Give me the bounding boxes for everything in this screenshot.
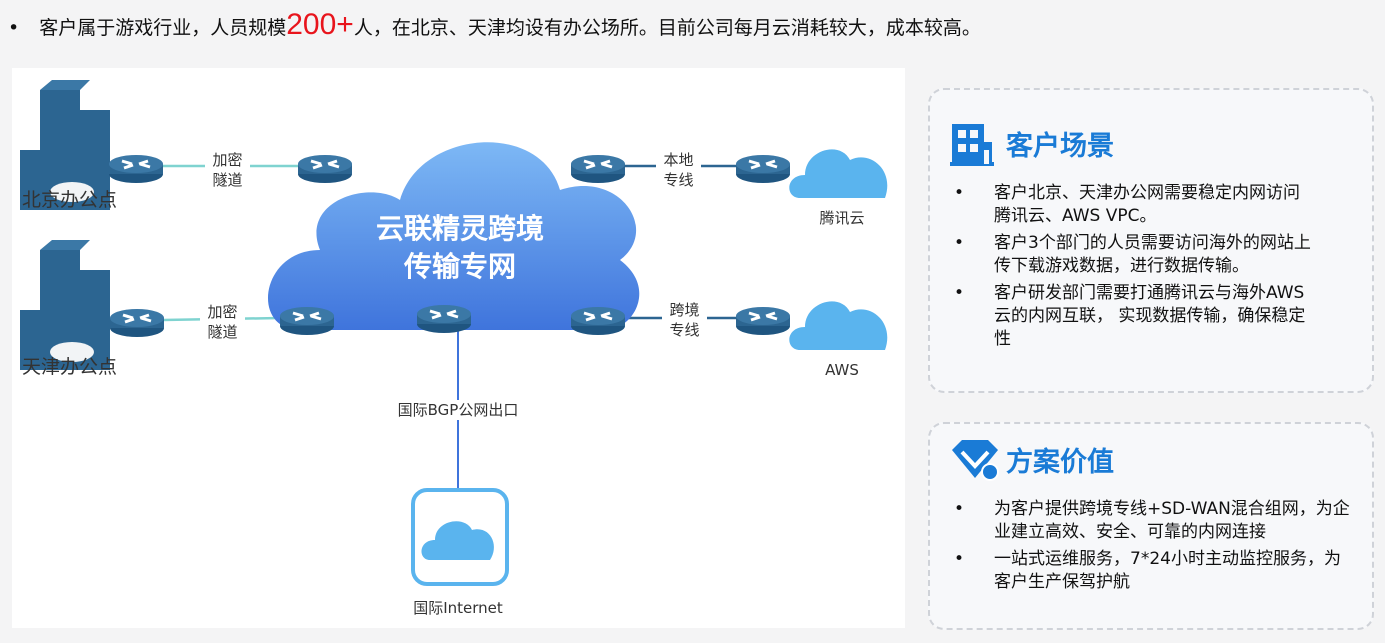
building-icon [950, 124, 994, 166]
bgp-label: 国际BGP公网出口 [378, 400, 538, 420]
cloud-title: 云联精灵跨境传输专网 [330, 210, 590, 286]
local-line-label: 本地专线 [656, 150, 701, 190]
headline: • 客户属于游戏行业，人员规模200+人，在北京、天津均设有办公场所。目前公司每月… [8, 8, 981, 42]
value-card: 方案价值 •为客户提供跨境专线+SD-WAN混合组网，为企业建立高效、安全、可靠… [928, 422, 1374, 630]
bullet: • [8, 17, 20, 39]
tencent-label: 腾讯云 [819, 209, 865, 227]
cloud-title-line: 传输专网 [403, 250, 516, 283]
value-title: 方案价值 [1006, 447, 1114, 478]
label-line: 加密 [207, 303, 238, 321]
cloud-icons [789, 149, 888, 350]
tunnel-label-beijing: 加密隧道 [205, 150, 250, 190]
cloud-title-line: 云联精灵跨境 [375, 212, 544, 245]
cross-line-label: 跨境专线 [662, 300, 707, 340]
item-text: 为客户提供跨境专线+SD-WAN混合组网，为企业建立高效、安全、可靠的内网连接 [994, 499, 1350, 542]
label-line: 本地 [663, 151, 694, 169]
internet-icon [411, 488, 509, 586]
value-list: •为客户提供跨境专线+SD-WAN混合组网，为企业建立高效、安全、可靠的内网连接… [954, 498, 1354, 598]
scenario-card: 客户场景 •客户北京、天津办公网需要稳定内网访问腾讯云、AWS VPC。 •客户… [928, 88, 1374, 393]
item-text: 客户3个部门的人员需要访问海外的网站上传下载游戏数据，进行数据传输。 [994, 233, 1311, 276]
label-line: 隧道 [207, 323, 238, 341]
label-line: 专线 [669, 321, 700, 339]
list-item: •客户3个部门的人员需要访问海外的网站上传下载游戏数据，进行数据传输。 [954, 232, 1314, 278]
site-beijing: 北京办公点 [22, 189, 118, 211]
list-item: •客户研发部门需要打通腾讯云与海外AWS云的内网互联， 实现数据传输，确保稳定性 [954, 282, 1314, 351]
headline-highlight: 200+ [286, 8, 354, 41]
list-item: •为客户提供跨境专线+SD-WAN混合组网，为企业建立高效、安全、可靠的内网连接 [954, 498, 1354, 544]
internet-label: 国际Internet [413, 599, 503, 617]
diagram-graphics [20, 80, 888, 586]
item-text: 客户北京、天津办公网需要稳定内网访问腾讯云、AWS VPC。 [994, 183, 1300, 226]
item-text: 一站式运维服务，7*24小时主动监控服务，为客户生产保驾护航 [994, 549, 1341, 592]
diamond-icon [952, 440, 999, 481]
label-line: 加密 [212, 151, 243, 169]
headline-prefix: 客户属于游戏行业，人员规模 [39, 17, 287, 39]
site-tianjin: 天津办公点 [22, 356, 118, 378]
scenario-list: •客户北京、天津办公网需要稳定内网访问腾讯云、AWS VPC。 •客户3个部门的… [954, 182, 1314, 355]
aws-label: AWS [825, 361, 859, 379]
label-line: 跨境 [669, 301, 700, 319]
label-line: 隧道 [212, 171, 243, 189]
list-item: •一站式运维服务，7*24小时主动监控服务，为客户生产保驾护航 [954, 548, 1354, 594]
label-line: 专线 [663, 171, 694, 189]
list-item: •客户北京、天津办公网需要稳定内网访问腾讯云、AWS VPC。 [954, 182, 1314, 228]
headline-suffix: 人，在北京、天津均设有办公场所。目前公司每月云消耗较大，成本较高。 [353, 17, 981, 39]
item-text: 客户研发部门需要打通腾讯云与海外AWS云的内网互联， 实现数据传输，确保稳定性 [994, 283, 1306, 349]
cloud-shape [267, 142, 640, 331]
scenario-title: 客户场景 [1006, 131, 1114, 162]
tunnel-label-tianjin: 加密隧道 [200, 302, 245, 342]
